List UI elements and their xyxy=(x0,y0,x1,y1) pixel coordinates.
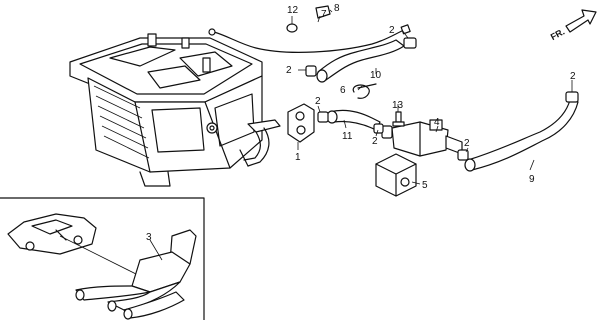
water-valve xyxy=(381,119,463,157)
callout-2-middle: 2 xyxy=(315,96,321,107)
callout-2-left: 2 xyxy=(286,65,292,76)
grommet xyxy=(286,23,298,33)
car-locator-icon xyxy=(7,213,97,255)
upper-water-hose xyxy=(316,37,417,83)
front-arrow-icon xyxy=(565,9,597,33)
inlet-hose xyxy=(317,109,381,131)
locator-leader xyxy=(59,235,141,277)
callout-7: 7 xyxy=(321,9,327,20)
callout-13: 13 xyxy=(392,100,404,111)
callout-2-upper-right: 2 xyxy=(389,25,395,36)
callout-5: 5 xyxy=(422,180,428,191)
callout-2-hose-end: 2 xyxy=(464,138,470,149)
callout-12: 12 xyxy=(287,5,299,16)
callout-4: 4 xyxy=(434,117,440,128)
control-cable xyxy=(208,24,411,53)
valve-bolt xyxy=(392,111,405,127)
leader-lines xyxy=(149,9,573,261)
inset-frame xyxy=(0,197,205,320)
callout-6: 6 xyxy=(340,85,346,96)
callout-10: 10 xyxy=(370,70,382,81)
callout-9: 9 xyxy=(529,174,535,185)
front-direction-indicator: FR. xyxy=(549,9,597,42)
cable-clip xyxy=(315,5,331,19)
callout-8: 8 xyxy=(334,3,340,14)
spring-clip xyxy=(352,83,377,99)
hose-clamps xyxy=(305,65,469,161)
heater-unit xyxy=(69,33,281,187)
callout-3: 3 xyxy=(146,232,152,243)
valve-mount-block xyxy=(375,153,417,197)
front-direction-label: FR. xyxy=(549,26,566,42)
outlet-water-hose xyxy=(464,91,579,172)
callout-2-far-right: 2 xyxy=(570,71,576,82)
heater-duct xyxy=(75,229,197,320)
flange-gasket xyxy=(287,103,315,143)
callout-1: 1 xyxy=(295,152,301,163)
callout-2-valve: 2 xyxy=(372,136,378,147)
callout-11: 11 xyxy=(342,131,353,142)
